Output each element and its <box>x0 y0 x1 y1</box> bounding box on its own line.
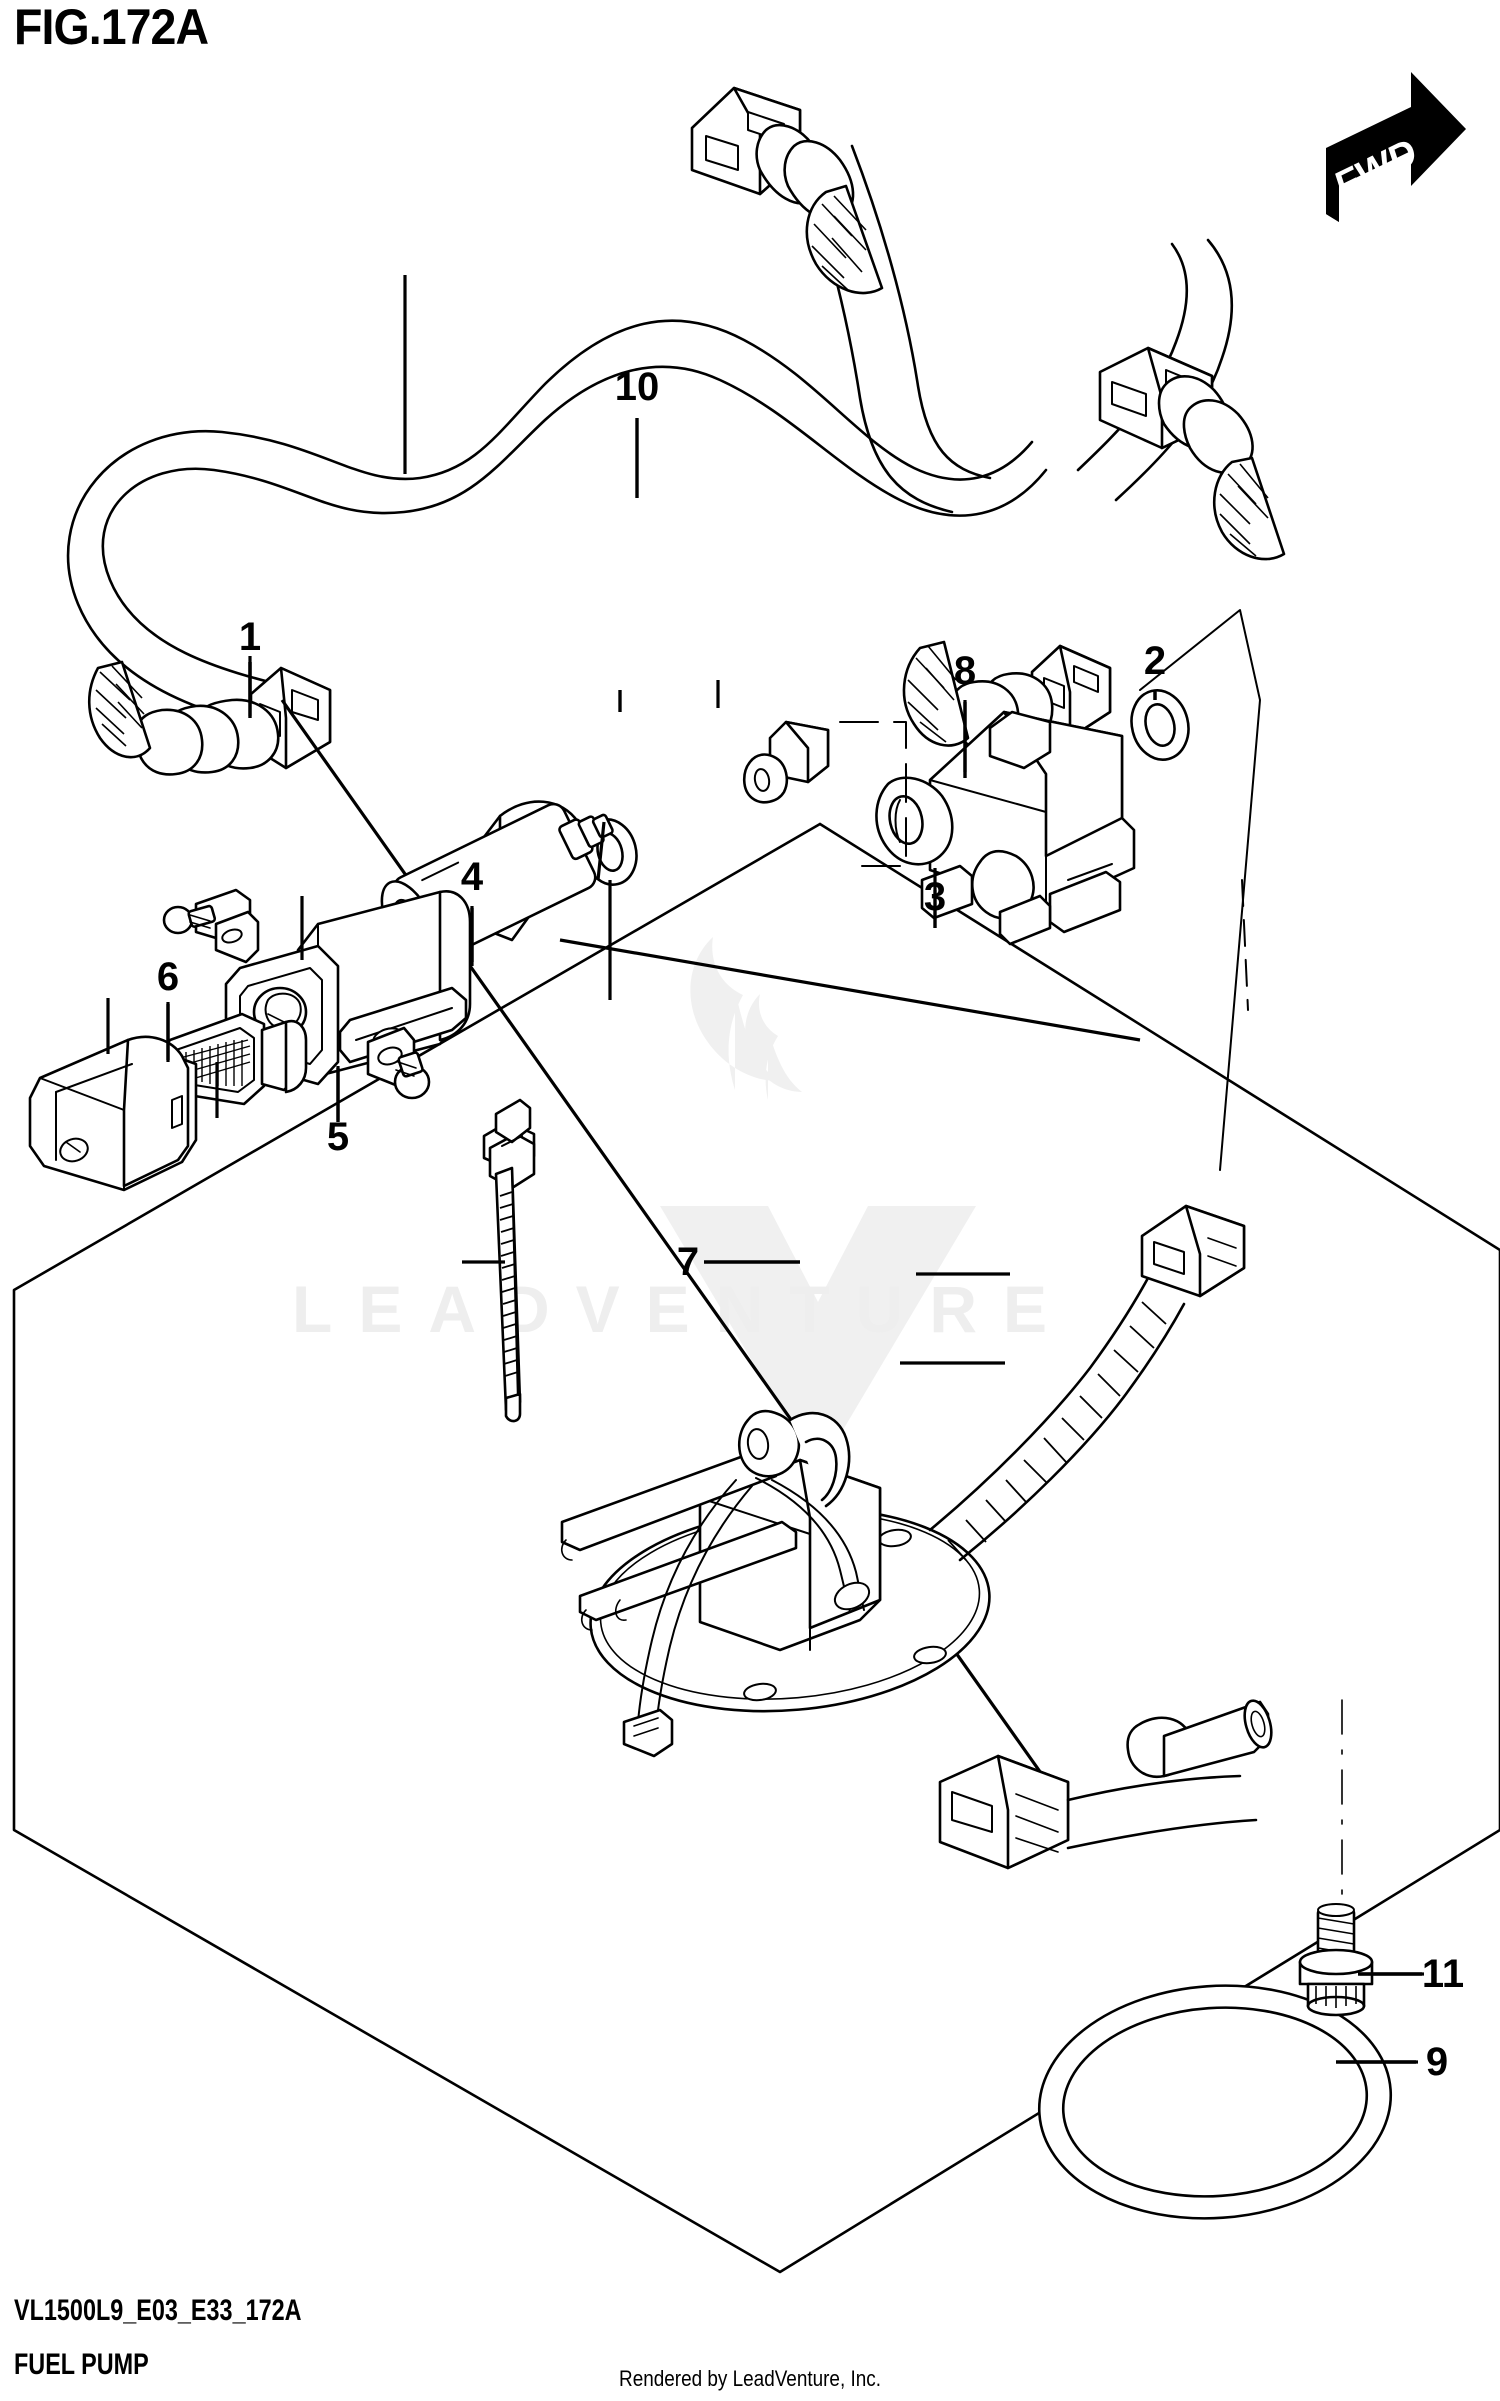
flange-bolt <box>1298 1903 1374 2017</box>
callout-leader-lines <box>106 275 1010 1365</box>
fwd-arrow-icon: FWD <box>1326 72 1466 222</box>
diagram-code: VL1500L9_E03_E33_172A <box>14 2294 302 2327</box>
ratchet-teeth <box>499 1191 519 1377</box>
fuel-pressure-regulator <box>875 710 1136 946</box>
regulator-plug <box>742 720 830 804</box>
diagram-name: FUEL PUMP <box>14 2348 149 2381</box>
plate-lower-connector <box>938 1754 1258 1870</box>
callout-7: 7 <box>677 1240 699 1284</box>
callout-5: 5 <box>327 1115 349 1159</box>
bolt-knurl <box>1315 1986 1357 2008</box>
harness-connector-top-right <box>1140 1204 1246 1298</box>
dash-right <box>1241 879 1249 1011</box>
fuel-pump-bracket <box>162 888 472 1100</box>
callout-9: 9 <box>1426 2040 1448 2084</box>
o-ring-2 <box>1130 689 1190 761</box>
callout-numbers: 1 2 3 4 5 6 7 8 9 10 11 <box>157 365 1464 2084</box>
harness-braid-texture <box>947 1301 1167 1561</box>
callout-1: 1 <box>239 615 261 659</box>
callout-6: 6 <box>157 955 179 999</box>
fuel-pump-o-ring-large <box>1037 1984 1393 2220</box>
callout-leader-corrections <box>618 690 622 712</box>
callout-11: 11 <box>1422 1952 1464 1996</box>
rendered-by-credit: Rendered by LeadVenture, Inc. <box>619 2366 881 2391</box>
watermark-text: LEADVENTURE <box>292 1272 1073 1346</box>
callout-2: 2 <box>1144 639 1166 683</box>
watermark-leadventure: LEADVENTURE <box>292 937 1073 1472</box>
callout-4: 4 <box>461 855 484 899</box>
hose-connector-left <box>87 660 332 776</box>
o-ring-2-leader-v <box>1139 609 1261 1171</box>
fuel-pump-mount-plate <box>560 1204 1343 1961</box>
boundary-fold-line <box>559 938 1141 1042</box>
callout-10: 10 <box>615 365 660 409</box>
fuel-hose-assembly <box>66 86 1286 776</box>
hose-connector-top <box>690 86 884 295</box>
fuel-filter-case <box>28 1035 198 1192</box>
page-title: FIG.172A <box>14 0 209 55</box>
plate-outlet-tube <box>1126 1699 1273 1779</box>
callout-8: 8 <box>954 649 976 693</box>
hose-connector-right-upper <box>1098 346 1286 561</box>
exploded-dashed-path-plug <box>839 721 907 867</box>
cable-tie-band <box>482 1098 536 1423</box>
